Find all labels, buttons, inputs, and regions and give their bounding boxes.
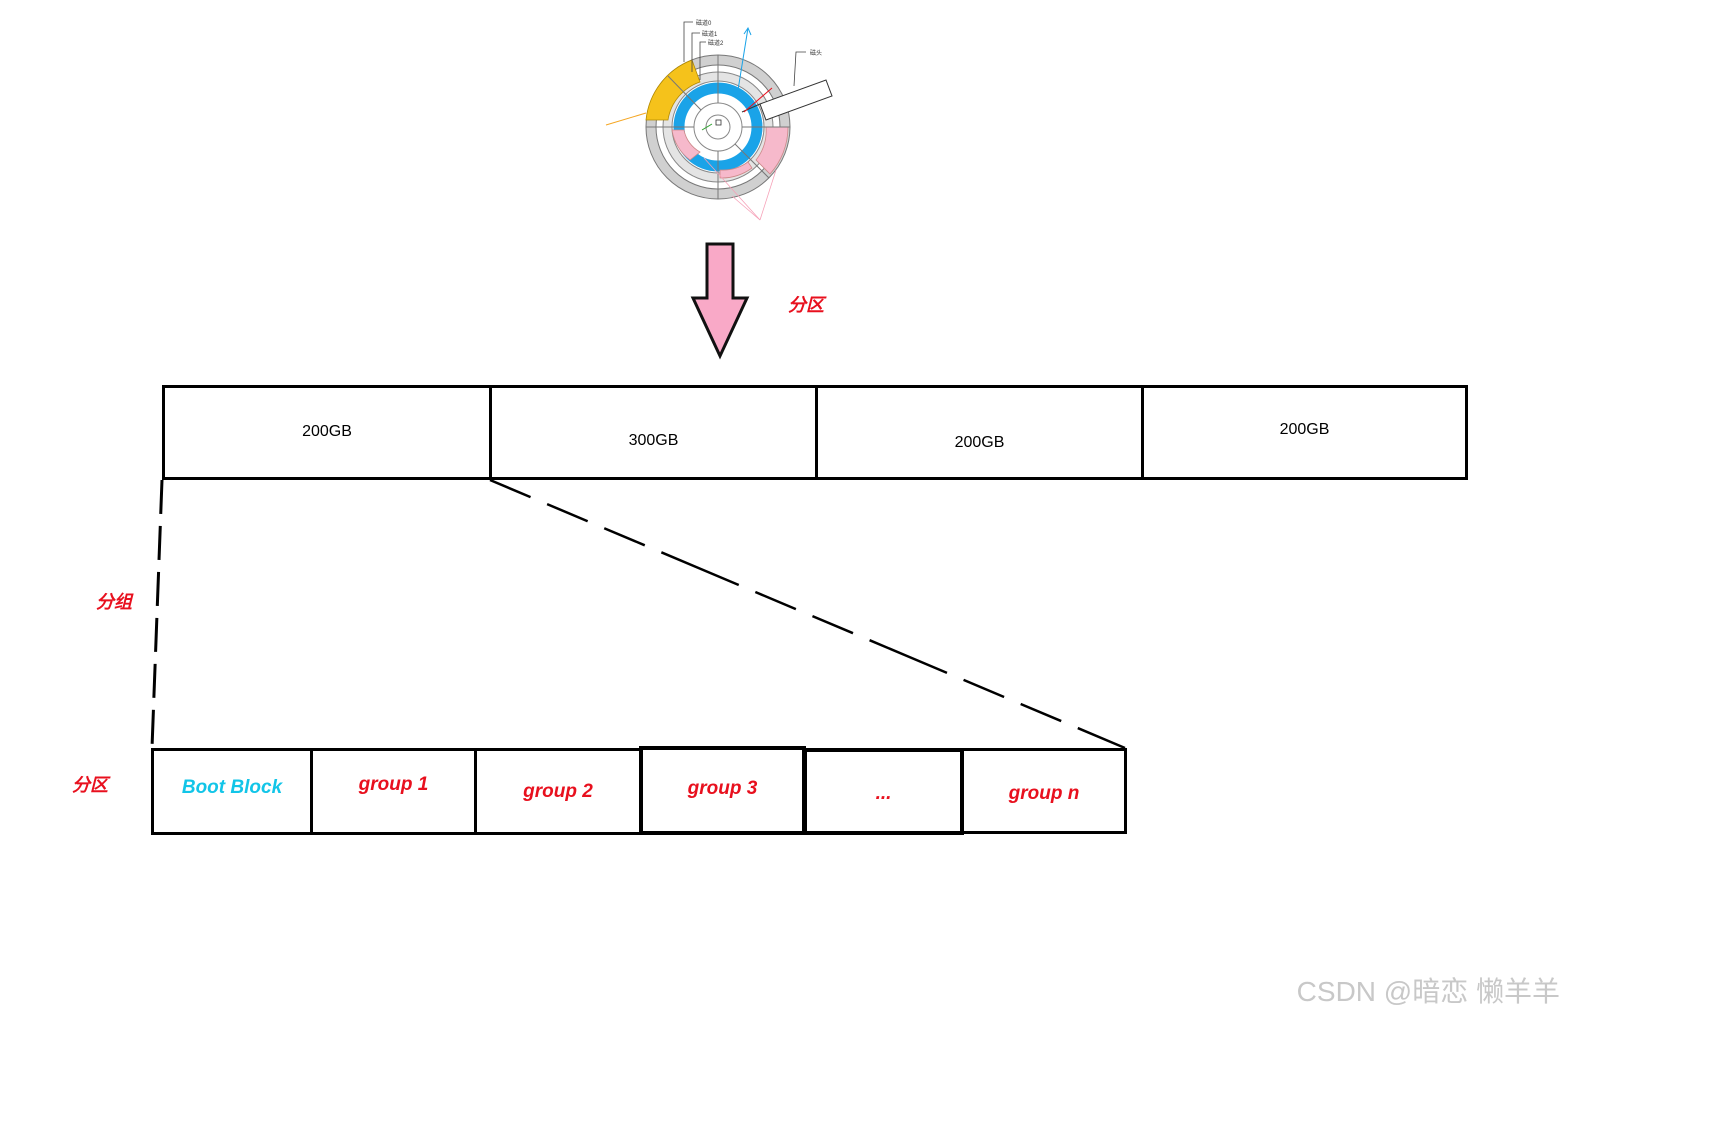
head-arrow	[743, 87, 773, 113]
group-name: group 2	[523, 780, 593, 802]
track0-label: 磁道0	[696, 21, 712, 27]
group-cell: group 2	[474, 748, 642, 835]
track1-label: 磁道1	[702, 32, 718, 38]
partition-cell: 200GB	[1141, 385, 1468, 480]
zoom-line-right	[489, 478, 1126, 750]
group-cell-boot-block: Boot Block	[151, 748, 313, 835]
group-cell: group 3	[639, 746, 806, 835]
partition-size: 200GB	[1279, 420, 1330, 438]
group-cell: group 1	[310, 748, 477, 835]
diagram-canvas: 磁道0 磁道1 磁道2 磁头 分区 200GB 300GB 200GB 200G…	[72, 21, 1560, 1007]
watermark: CSDN @暗恋 懒羊羊	[1296, 976, 1560, 1007]
pink-leaders	[703, 157, 777, 221]
disk-illustration	[605, 21, 833, 221]
sector-dividers	[646, 55, 790, 199]
head-label: 磁头	[810, 51, 823, 57]
partition-arrow	[690, 242, 750, 360]
partition-cell: 200GB	[815, 385, 1144, 480]
zoom-line-left	[150, 479, 164, 749]
group-name: ...	[875, 782, 892, 804]
group-name: Boot Block	[181, 776, 283, 798]
partition-cell: 300GB	[489, 385, 818, 480]
group-cell: group n	[961, 748, 1127, 834]
arrow-partition-label: 分区	[788, 295, 824, 315]
sector-arrow	[605, 112, 647, 126]
track2-label: 磁道2	[708, 41, 724, 47]
arrow-down-icon	[690, 242, 750, 360]
group-name: group n	[1008, 783, 1080, 804]
group-name: group 1	[358, 773, 429, 795]
group-name: group 3	[687, 777, 758, 799]
partition-cell: 200GB	[162, 385, 492, 480]
label-leaders	[683, 21, 806, 87]
pink-sector	[755, 126, 789, 175]
partition-size: 200GB	[954, 433, 1005, 451]
group-cell: ...	[803, 748, 964, 835]
group-label: 分组	[96, 592, 132, 612]
zoom-lines	[150, 478, 1126, 750]
partition-label: 分区	[72, 775, 108, 795]
track-arrow	[737, 27, 749, 91]
partition-size: 200GB	[302, 422, 352, 440]
partition-size: 300GB	[628, 431, 679, 449]
